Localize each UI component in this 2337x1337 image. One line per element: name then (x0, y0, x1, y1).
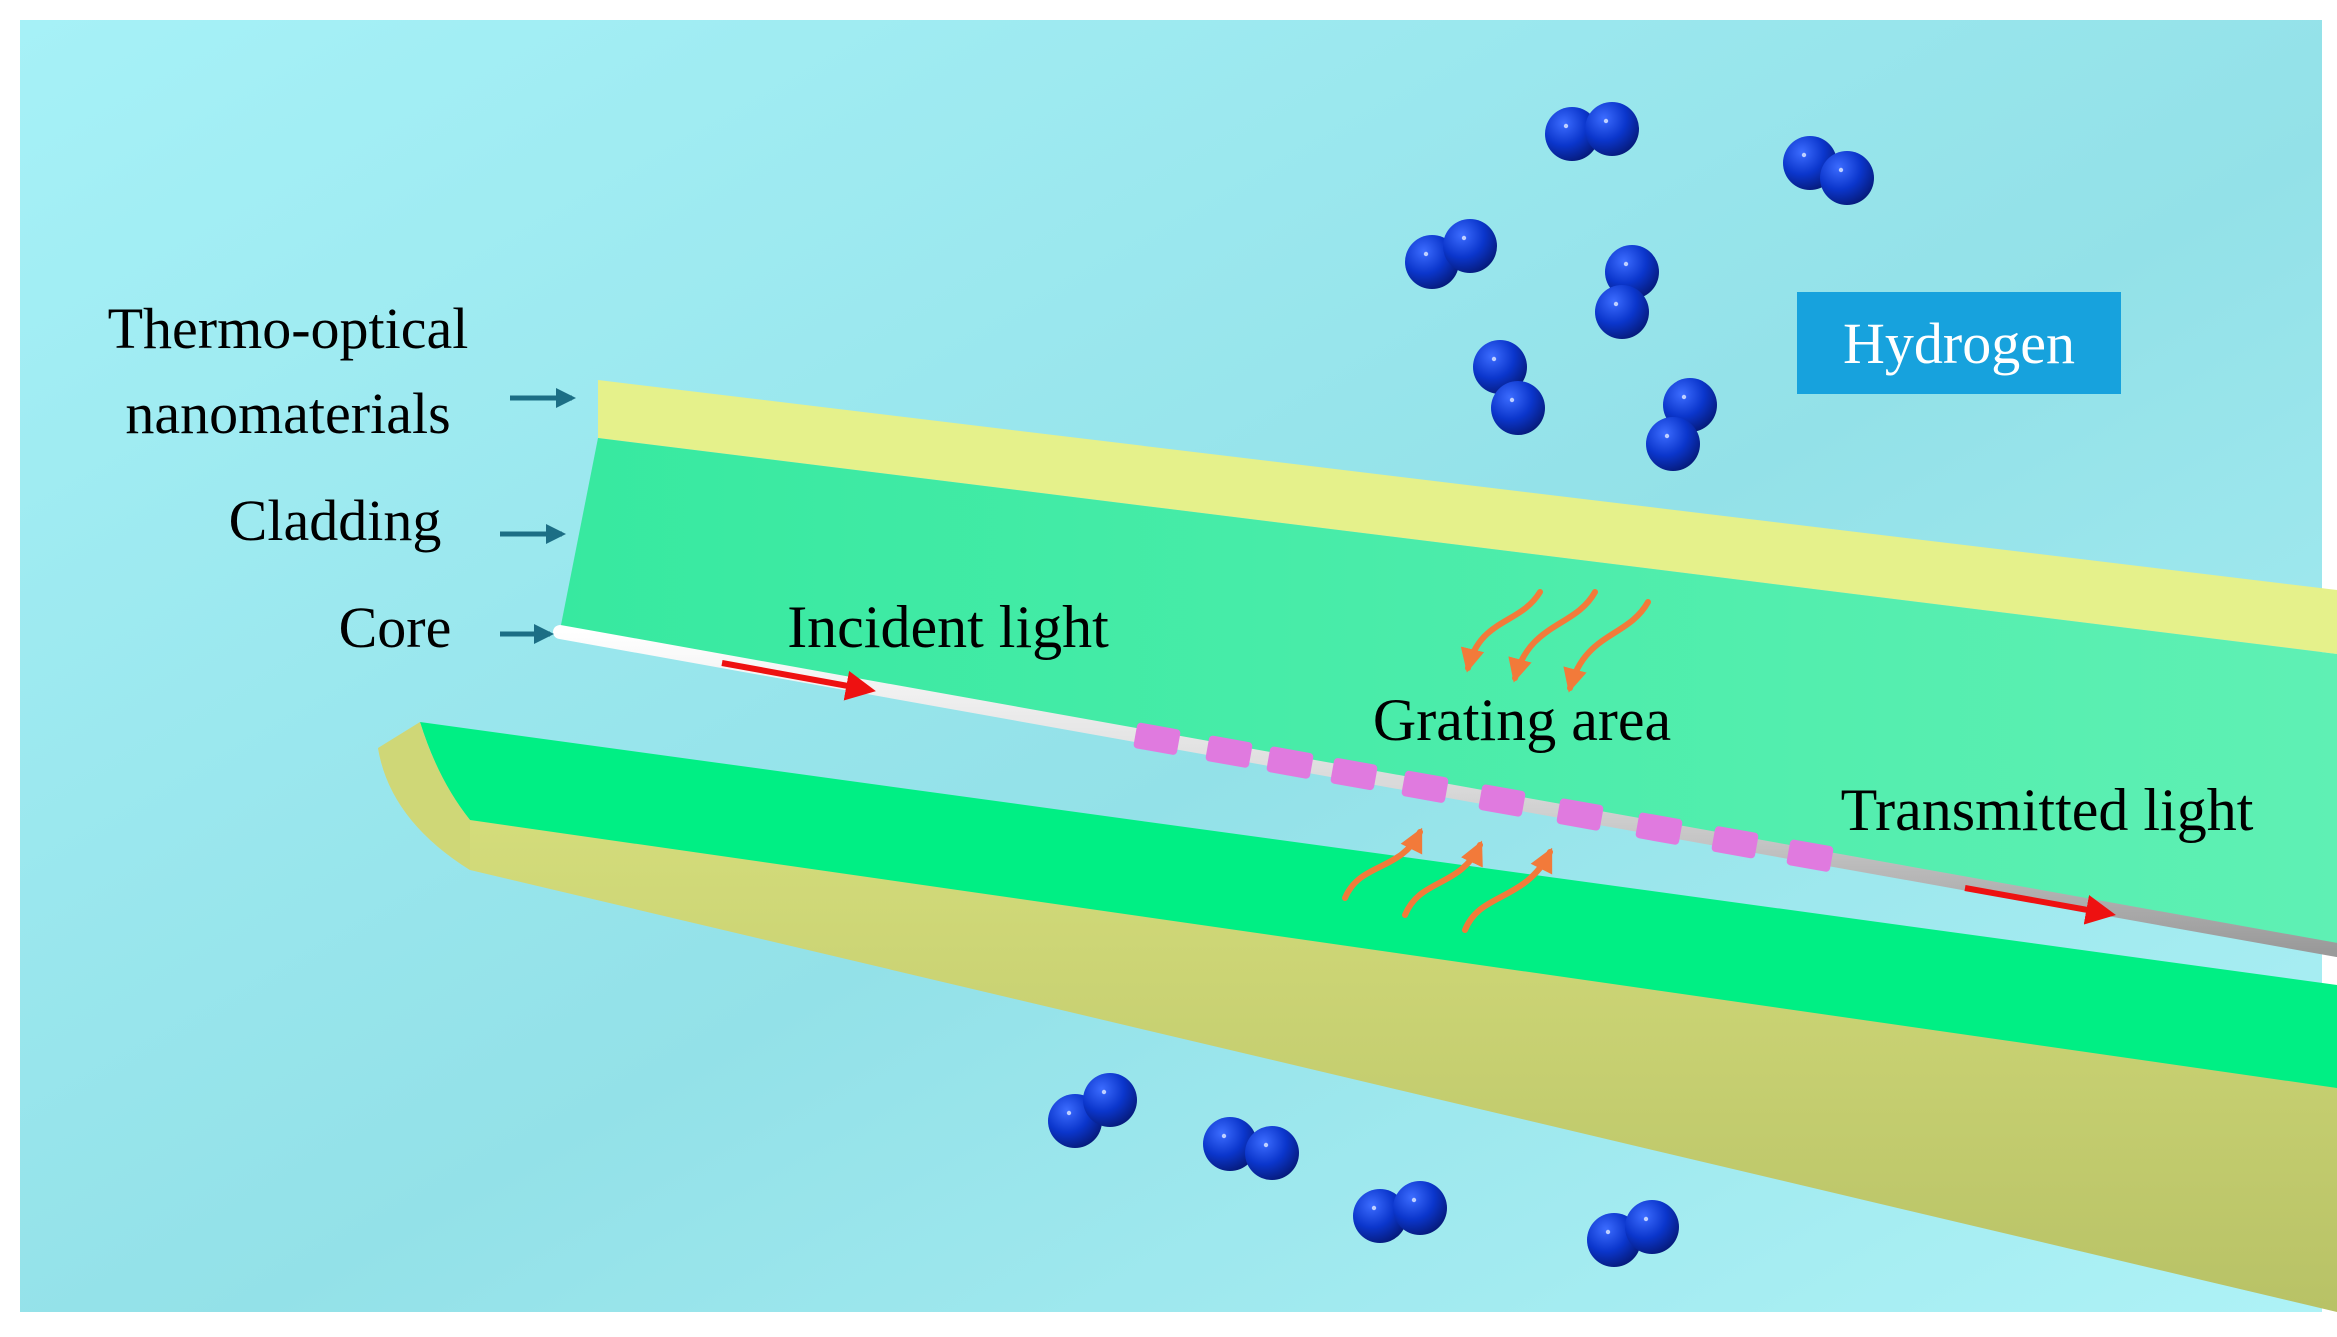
cladding-label: Cladding (229, 488, 442, 553)
heat-wave-arrow-icon (1342, 827, 1423, 901)
hydrogen-molecule-icon (1587, 1200, 1679, 1267)
transmitted-light-arrow (1964, 885, 2116, 925)
heat-wave-arrow-icon (1402, 840, 1483, 918)
heat-wave-arrow-icon (1460, 589, 1543, 673)
grating-area-label: Grating area (1373, 687, 1671, 753)
heat-wave-arrow-icon (1462, 847, 1553, 933)
hydrogen-molecule-icon (1203, 1117, 1299, 1180)
core-label: Core (339, 595, 452, 660)
grating-mark (1133, 722, 1181, 755)
hydrogen-label-box (1797, 292, 2121, 394)
hydrogen-label: Hydrogen (1843, 311, 2075, 376)
grating-mark (1635, 812, 1683, 845)
hydrogen-molecule-icon (1646, 378, 1717, 471)
grating-area (1133, 722, 1834, 872)
hydrogen-molecule-icon (1048, 1073, 1137, 1148)
shell-rim (378, 722, 470, 870)
cladding-cut-face (420, 722, 2337, 1088)
grating-mark (1266, 746, 1314, 779)
hydrogen-molecule-icon (1473, 340, 1545, 435)
heat-wave-arrow-icon (1508, 589, 1598, 683)
grating-mark (1401, 770, 1449, 803)
grating-mark (1330, 758, 1378, 791)
hydrogen-molecule-icon (1783, 136, 1874, 205)
thermo-label-line2: nanomaterials (125, 381, 450, 446)
hydrogen-molecule-icon (1353, 1181, 1447, 1243)
hydrogen-molecule-icon (1405, 219, 1497, 289)
grating-mark (1556, 798, 1604, 831)
grating-mark (1786, 839, 1834, 872)
thermo-label-line1: Thermo-optical (108, 296, 469, 361)
hydrogen-molecules (1048, 102, 1874, 1267)
incident-light-label: Incident light (787, 594, 1109, 660)
grating-mark (1711, 826, 1759, 859)
thermo-optical-layer (598, 380, 2337, 654)
heat-wave-arrow-icon (1563, 599, 1651, 693)
heat-arrows (1342, 589, 1651, 933)
outer-shell (378, 748, 2337, 1312)
hydrogen-molecule-icon (1545, 102, 1639, 161)
hydrogen-molecule-icon (1595, 245, 1659, 339)
transmitted-light-label: Transmitted light (1841, 777, 2254, 843)
incident-light-arrow (721, 660, 876, 701)
grating-mark (1478, 784, 1526, 817)
cladding-layer (560, 438, 2337, 955)
grating-mark (1205, 735, 1253, 768)
